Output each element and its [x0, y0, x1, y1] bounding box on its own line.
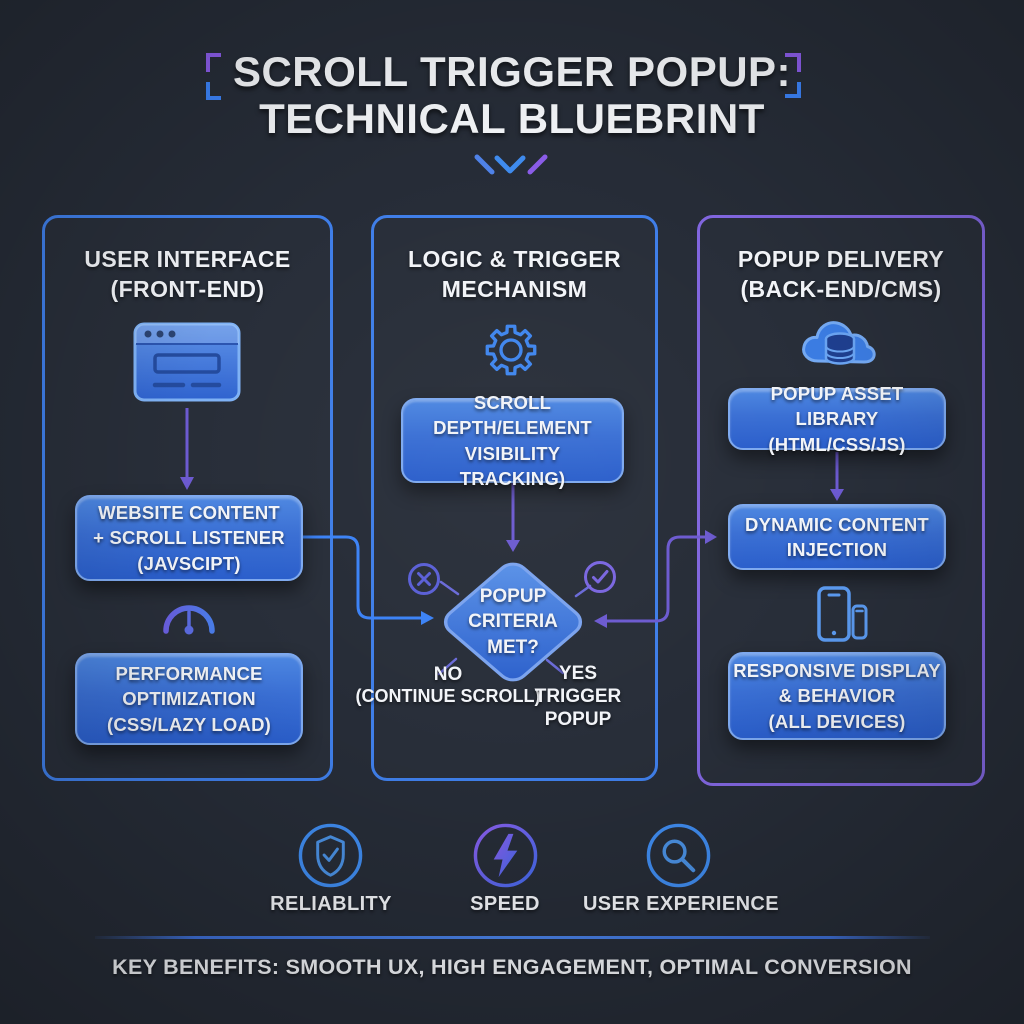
cloud-database-icon [802, 321, 876, 365]
key-benefits-text: KEY BENEFITS: SMOOTH UX, HIGH ENGAGEMENT… [112, 955, 912, 979]
benefit-label-user-experience: USER EXPERIENCE [582, 893, 780, 915]
column-title: USER INTERFACE (FRONT-END) [84, 246, 291, 303]
title-bracket-left [206, 53, 221, 100]
footer-divider [95, 936, 930, 939]
flow-box-asset-library: POPUP ASSET LIBRARY (HTML/CSS/JS) [728, 383, 946, 455]
flow-box-scroll-tracking: SCROLL DEPTH/ELEMENT VISIBILITY TRACKING… [401, 392, 624, 489]
diamond-leader-lines [437, 580, 592, 676]
title-bracket-right [785, 53, 801, 98]
title-line-2: TECHNICAL BLUEBRINT [259, 95, 765, 143]
flow-box-responsive-display: RESPONSIVE DISPLAY & BEHAVIOR (ALL DEVIC… [728, 652, 946, 740]
arrow-diamond-to-injection [594, 530, 717, 628]
check-circle-icon [584, 561, 616, 593]
flow-box-website-content: WEBSITE CONTENT + SCROLL LISTENER (JAVSC… [75, 495, 303, 581]
benefit-label-reliability: RELIABLITY [270, 893, 392, 915]
decision-no-label: NO (CONTINUE SCROLL) [355, 664, 541, 707]
magnifying-glass-icon [646, 823, 711, 888]
shield-check-icon [298, 823, 363, 888]
column-popup-delivery: POPUP DELIVERY (BACK-END/CMS) [697, 215, 985, 786]
title-line-1: SCROLL TRIGGER POPUP: [232, 48, 792, 95]
arrow-ui-to-website [180, 408, 194, 490]
arrow-tracking-to-diamond [506, 481, 520, 552]
gauge-icon [163, 605, 215, 635]
column-title: LOGIC & TRIGGER MECHANISM [408, 246, 621, 303]
column-logic-trigger: LOGIC & TRIGGER MECHANISM [371, 215, 658, 781]
chevron-decoration [474, 154, 548, 175]
x-circle-icon [408, 563, 440, 595]
decision-yes-label: YES TRIGGER POPUP [534, 663, 622, 731]
browser-window-icon [133, 322, 241, 402]
diamond-label: POPUP CRITERIA MET? [468, 586, 558, 658]
flow-box-performance: PERFORMANCE OPTIMIZATION (CSS/LAZY LOAD) [75, 653, 303, 745]
column-title: POPUP DELIVERY (BACK-END/CMS) [737, 246, 945, 303]
arrow-asset-to-injection [830, 452, 844, 501]
decision-diamond: POPUP CRITERIA MET? [438, 557, 588, 687]
column-user-interface: USER INTERFACE (FRONT-END) [42, 215, 333, 781]
devices-icon [817, 586, 868, 642]
diamond-shape [443, 562, 583, 682]
page-title: SCROLL TRIGGER POPUP: TECHNICAL BLUEBRIN… [0, 48, 1024, 143]
gear-icon [485, 324, 537, 376]
flow-box-dynamic-injection: DYNAMIC CONTENT INJECTION [728, 504, 946, 570]
lightning-bolt-icon [473, 823, 538, 888]
arrow-website-to-diamond [303, 535, 434, 625]
benefit-label-speed: SPEED [470, 893, 540, 915]
